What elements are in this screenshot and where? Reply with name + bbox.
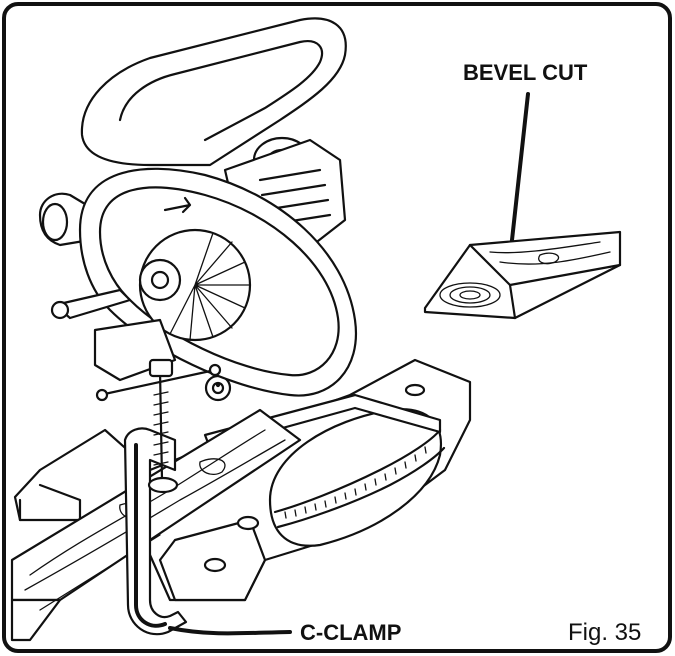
figure-number: Fig. 35 (568, 619, 641, 646)
c-clamp (95, 358, 222, 636)
blade-radial-slots (169, 232, 251, 341)
bevel-cut-label: BEVEL CUT (463, 60, 588, 85)
c-clamp-leader (168, 626, 292, 636)
bevel-cut-leader (510, 92, 530, 242)
clamp-screw-thread (153, 391, 169, 466)
bevel-cut-sample (423, 230, 622, 320)
c-clamp-label: C-CLAMP (300, 620, 401, 645)
saw-head (38, 17, 358, 397)
clamped-board (10, 408, 302, 642)
miter-scale-ticks (284, 446, 427, 519)
sample-grain (439, 241, 611, 308)
